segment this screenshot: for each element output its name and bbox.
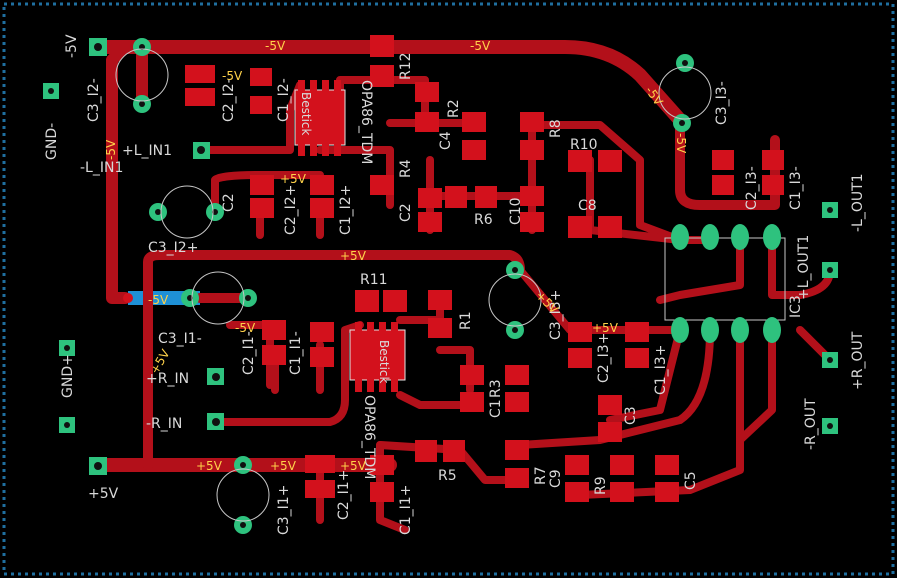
label-r-in-plus: +R_IN (146, 371, 189, 387)
label-c3-i2-plus: C3_I2+ (148, 240, 198, 256)
label-plus5v-bottom-left: +5V (88, 486, 119, 502)
net-minus5v-1: -5V (265, 39, 286, 53)
label-r4: R4 (398, 159, 414, 178)
label-r-out-plus: +R_OUT (850, 331, 866, 390)
label-c1-mid: C1 (488, 399, 504, 418)
label-c8: C8 (578, 198, 597, 214)
label-minus5v-top-left: -5V (64, 34, 80, 58)
label-c1-i2-plus: C1_I2+ (338, 185, 354, 235)
label-c3-i3-minus: C3_I3- (714, 81, 730, 125)
label-opa-bottom-sub: Bestick (377, 340, 391, 384)
label-r11: R11 (360, 272, 388, 288)
net-minus5v-2: -5V (470, 39, 491, 53)
label-c1-i2-minus: C1_I2- (276, 78, 292, 122)
smd-pads (185, 35, 784, 502)
label-c2-left: C2 (221, 193, 237, 212)
net-minus5v-8: -5V (235, 321, 256, 335)
label-opa-top: OPA86_TDM (358, 80, 374, 164)
ic-opa-top (294, 80, 346, 156)
label-gnd-plus: GND+ (60, 354, 76, 398)
label-r9: R9 (593, 476, 609, 495)
label-c2-i1-minus: C2_I1- (241, 331, 257, 375)
label-r1: R1 (458, 311, 474, 330)
label-l-in1-minus: -L_IN1 (80, 160, 123, 176)
label-c10: C10 (508, 197, 524, 225)
net-plus5v-8: +5V (592, 321, 619, 335)
label-r6: R6 (474, 212, 493, 228)
label-c4: C4 (438, 131, 454, 150)
label-c3-i1-minus: C3_I1- (158, 331, 202, 347)
net-plus5v-4: +5V (196, 459, 223, 473)
label-opa-top-sub: Bestick (299, 92, 313, 136)
ic3-outline (664, 224, 786, 343)
vias (43, 38, 838, 534)
label-c5: C5 (683, 471, 699, 490)
net-plus5v-1: +5V (280, 172, 307, 186)
label-c2-i3-plus: C2_I3+ (596, 333, 612, 383)
small-via (123, 293, 133, 303)
label-c3-mid: C3 (623, 406, 639, 425)
label-r-in-minus: -R_IN (146, 416, 182, 432)
electrolytic-capacitors (115, 48, 712, 522)
label-c1-i3-minus: C1_I3- (788, 166, 804, 210)
label-c3-i3-plus: C3_I3+ (548, 290, 564, 340)
label-c3-i2-minus: C3_I2- (86, 78, 102, 122)
label-r-out-minus: -R_OUT (803, 398, 819, 450)
label-l-out1-minus: -L_OUT1 (850, 173, 866, 232)
label-c1-i3-plus: C1_I3+ (653, 345, 669, 395)
net-plus5v-5: +5V (270, 459, 297, 473)
ic-opa-bottom (349, 322, 406, 392)
label-opa-bottom: OPA86_TDM (361, 395, 377, 479)
labels: -5V +5V GND- GND+ +L_IN1 -L_IN1 +R_IN -R… (44, 34, 866, 535)
label-gnd-minus: GND- (44, 123, 60, 160)
net-plus5v-2: +5V (340, 249, 367, 263)
label-r3: R3 (488, 379, 504, 398)
label-ic3: IC3 (788, 295, 804, 318)
label-c3-i1-plus: C3_I1+ (276, 485, 292, 535)
label-r7: R7 (533, 466, 549, 485)
label-c2-i2-minus: C2_I2- (221, 78, 237, 122)
label-r12: R12 (398, 52, 414, 80)
label-c2-mid: C2 (398, 203, 414, 222)
label-r8: R8 (548, 119, 564, 138)
label-c1-i1-plus: C1_I1+ (398, 485, 414, 535)
label-r5: R5 (438, 468, 457, 484)
label-l-in1-plus: +L_IN1 (122, 143, 172, 159)
label-c2-i3-minus: C2_I3- (744, 166, 760, 210)
net-plus5v-6: +5V (340, 459, 367, 473)
label-c9: C9 (548, 469, 564, 488)
label-l-out1-plus: +L_OUT1 (796, 235, 812, 300)
net-minus5v-6: -5V (104, 139, 118, 160)
net-minus5v-7: -5V (148, 293, 169, 307)
label-r10: R10 (570, 137, 598, 153)
net-minus5v-3: -5V (222, 69, 243, 83)
label-r2: R2 (446, 99, 462, 118)
net-minus5v-5: -5V (674, 133, 688, 154)
label-c2-i1-plus: C2_I1+ (336, 470, 352, 520)
label-c2-i2-plus: C2_I2+ (283, 185, 299, 235)
label-c1-i1-minus: C1_I1- (288, 331, 304, 375)
